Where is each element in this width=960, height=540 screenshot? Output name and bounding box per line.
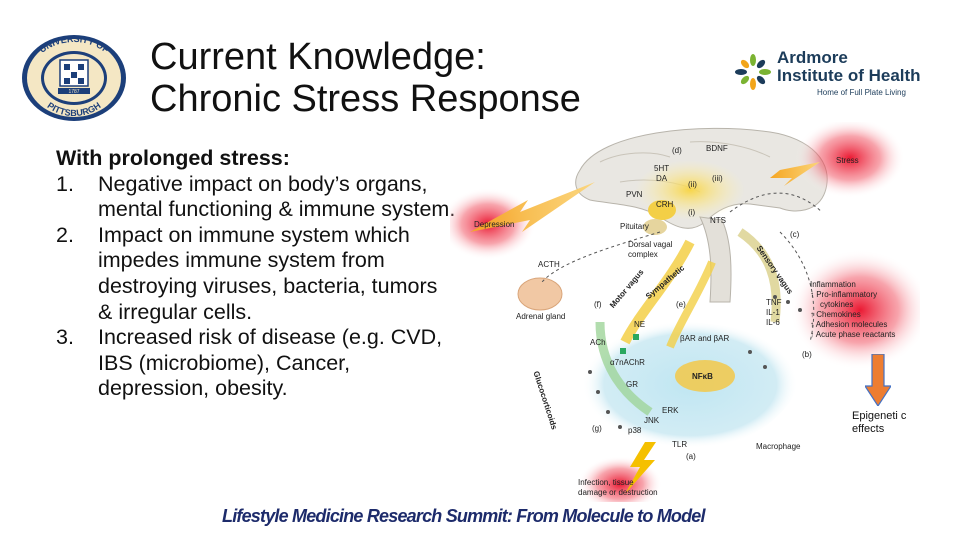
ardmore-name-line-2: Institute of Health [777,66,921,85]
diagram-label: IL-1 [766,308,780,317]
ardmore-name-line-1: Ardmore [777,48,848,67]
diagram-label: GR [626,380,638,389]
diagram-label: Inflammation [810,280,856,289]
university-seal-logo: 1787 UNIVERSITY OF PITTSBURGH [22,34,126,121]
diagram-label: Macrophage [756,442,801,451]
diagram-label: complex [628,250,658,259]
diagram-label: BDNF [706,144,728,153]
diagram-label: NFκB [692,372,713,381]
diagram-label: (i) [688,208,696,217]
diagram-label: DA [656,174,668,183]
diagram-label: p38 [628,426,642,435]
diagram-label: ACh [590,338,606,347]
diagram-label: (c) [790,230,800,239]
diagram-label: NTS [710,216,726,225]
diagram-label: (a) [686,452,696,461]
diagram-graphic [450,122,920,502]
diagram-label: ↑ Adhesion molecules [810,320,888,329]
slide-title: Current Knowledge: Chronic Stress Respon… [150,36,670,120]
diagram-label: ↑ Pro-inflammatory [810,290,878,299]
body-text: With prolonged stress: 1. Negative impac… [56,146,456,402]
list-item: 1. Negative impact on body’s organs, men… [56,171,456,222]
diagram-label: TLR [672,440,688,449]
diagram-label: βAR and βAR [680,334,730,343]
leaf-burst-icon [735,54,771,90]
diagram-label: Infection, tissue [578,478,634,487]
diagram-label: ACTH [538,260,560,269]
diagram-label: 5HT [654,164,670,173]
title-line-2: Chronic Stress Response [150,78,581,120]
list-item: 2. Impact on immune system which impedes… [56,222,438,324]
diagram-label: (iii) [712,174,723,183]
epigenetic-label: Epigeneti c effects [852,410,907,435]
diagram-label: Pituitary [620,222,649,231]
diagram-label: cytokines [820,300,854,309]
diagram-label: Stress [836,156,859,165]
ardmore-tagline: Home of Full Plate Living [817,88,906,97]
lead-line: With prolonged stress: [56,146,290,170]
diagram-label: CRH [656,200,674,209]
diagram-label: PVN [626,190,643,199]
diagram-label: (g) [592,424,602,433]
diagram-label: NE [634,320,646,329]
diagram-label: (ii) [688,180,697,189]
stress-response-diagram: (d) BDNF Stress 5HT DA (iii) (ii) PVN CR… [450,122,920,502]
diagram-label: JNK [644,416,660,425]
diagram-label: ERK [662,406,679,415]
diagram-label: ↑ Acute phase reactants [810,330,896,339]
diagram-label: (b) [802,350,812,359]
diagram-label: (f) [594,300,602,309]
down-arrow-icon [865,354,891,406]
list-item: 3. Increased risk of disease (e.g. CVD, … [56,325,443,401]
footer-text: Lifestyle Medicine Research Summit: From… [222,506,706,526]
diagram-label: Dorsal vagal [628,240,673,249]
title-line-1: Current Knowledge: [150,36,486,78]
diagram-label: α7nAChR [610,358,645,367]
diagram-label: Depression [474,220,515,229]
ardmore-logo: Ardmore Institute of Health Home of Full… [733,44,953,104]
diagram-label: ↑ Chemokines [810,310,861,319]
diagram-label: damage or destruction [578,488,658,497]
diagram-label: (d) [672,146,682,155]
svg-text:1787: 1787 [68,89,79,95]
diagram-label: TNF [766,298,782,307]
diagram-label: IL-6 [766,318,780,327]
diagram-label: Adrenal gland [516,312,566,321]
diagram-label: (e) [676,300,686,309]
